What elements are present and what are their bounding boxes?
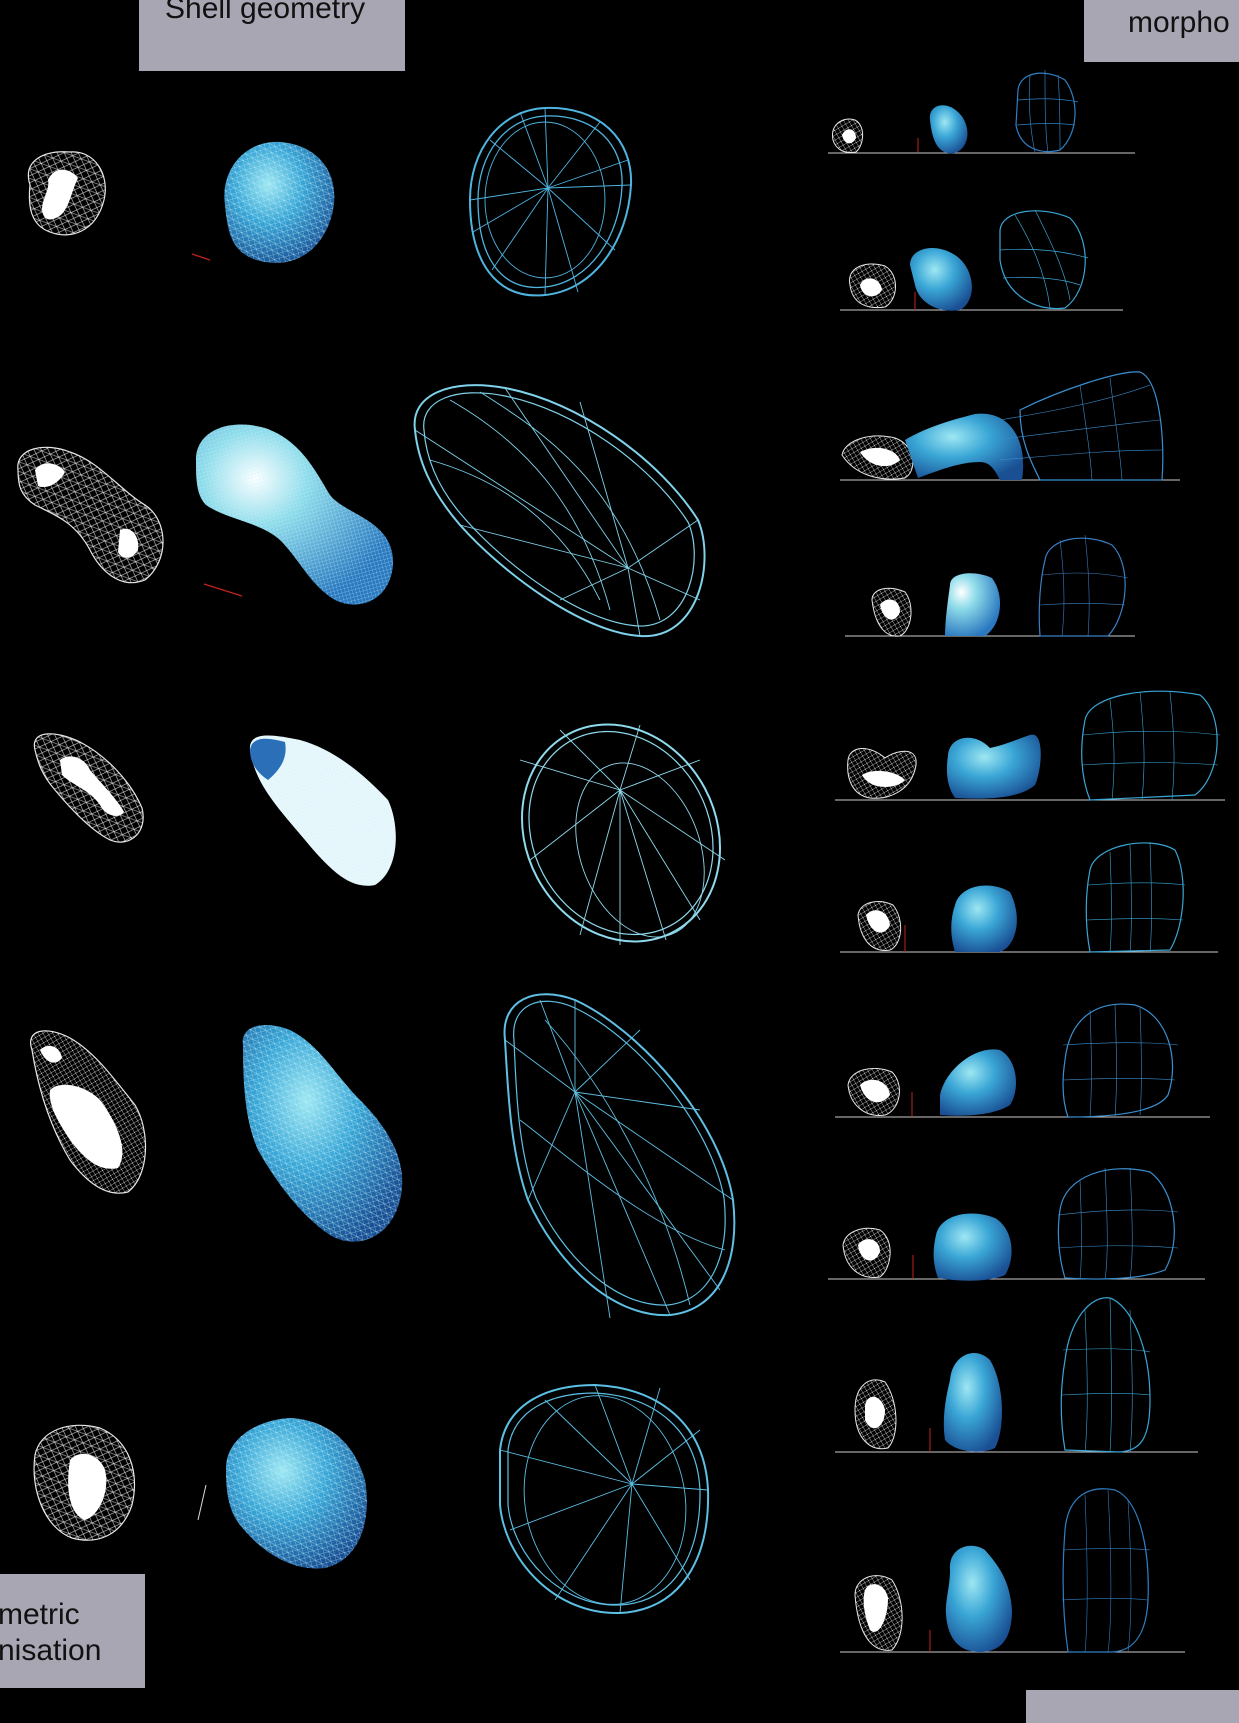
left-row-2 <box>18 385 705 636</box>
left-row-4 <box>31 994 735 1318</box>
parametric-shell <box>415 385 705 636</box>
wireframe-cell <box>18 447 163 582</box>
right-row-9 <box>835 1298 1198 1452</box>
shell-mesh <box>226 1418 367 1568</box>
right-row-1 <box>828 70 1135 153</box>
section-label-text: Shell geometry <box>165 0 365 26</box>
section-label-morpho: morpho <box>1084 0 1239 62</box>
shell-mesh <box>940 1049 1016 1115</box>
parametric-shell <box>505 994 735 1318</box>
section-label-bottom-right <box>1026 1690 1239 1723</box>
wireframe-cell <box>28 152 105 235</box>
section-label-shell-geometry: Shell geometry <box>139 0 405 71</box>
right-row-5 <box>835 691 1225 800</box>
shell-mesh <box>944 1353 1002 1452</box>
wireframe-cell <box>34 1425 134 1540</box>
section-label-text-line-2: nisation <box>0 1634 101 1668</box>
shell-mesh <box>243 1025 403 1242</box>
shell-mesh <box>945 573 1000 636</box>
right-row-10 <box>840 1489 1185 1652</box>
shell-mesh <box>951 886 1017 952</box>
right-row-4 <box>845 535 1135 636</box>
parametric-shell <box>1082 691 1217 800</box>
wireframe-cell <box>34 734 143 842</box>
shell-mesh <box>946 1546 1012 1652</box>
scale-bar <box>192 254 210 260</box>
parametric-shell <box>485 690 758 977</box>
parametric-shell <box>1063 1004 1173 1117</box>
right-row-8 <box>828 1168 1205 1281</box>
parametric-shell <box>1039 538 1125 636</box>
section-label-text: morpho <box>1128 6 1230 40</box>
parametric-shell <box>1061 1298 1150 1452</box>
shell-mesh <box>910 248 972 311</box>
right-row-3 <box>840 372 1180 480</box>
shell-mesh <box>196 425 393 605</box>
parametric-shell <box>1058 1169 1174 1279</box>
section-label-parametrisation: metric nisation <box>0 1574 145 1688</box>
shell-mesh <box>250 736 396 886</box>
parametric-shell <box>500 1383 708 1618</box>
parametric-shell <box>1086 843 1183 952</box>
parametric-shell <box>1063 1489 1148 1652</box>
right-row-2 <box>840 210 1123 311</box>
section-label-text-line-1: metric <box>0 1598 80 1632</box>
left-row-1 <box>28 108 631 296</box>
right-row-6 <box>840 842 1218 952</box>
left-row-3 <box>34 690 757 977</box>
shell-mesh <box>930 105 968 153</box>
right-row-7 <box>835 1004 1210 1117</box>
shell-mesh <box>947 735 1041 799</box>
shell-mesh <box>224 142 334 263</box>
scale-bar <box>204 584 242 596</box>
shell-mesh <box>905 414 1023 480</box>
shell-mesh <box>934 1213 1012 1280</box>
wireframe-cell <box>31 1031 146 1193</box>
parametric-shell <box>470 108 631 296</box>
scale-bar <box>198 1485 206 1520</box>
